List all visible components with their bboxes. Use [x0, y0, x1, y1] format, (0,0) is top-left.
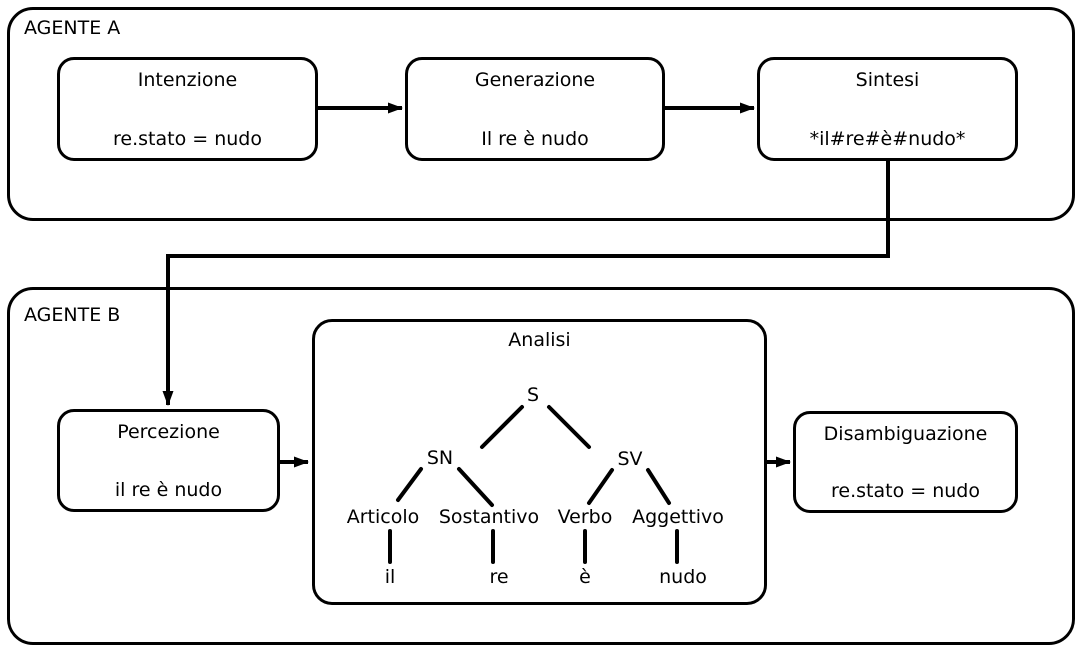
agent-b-label: AGENTE B: [24, 304, 121, 326]
stage-percezione: Percezione il re è nudo: [57, 409, 280, 512]
stage-disambiguazione: Disambiguazione re.stato = nudo: [793, 411, 1018, 513]
stage-percezione-title: Percezione: [117, 421, 220, 443]
stage-analisi-title: Analisi: [508, 329, 571, 351]
tree-terminal-e: è: [579, 566, 591, 588]
stage-sintesi-title: Sintesi: [855, 69, 920, 91]
tree-terminal-re: re: [489, 566, 509, 588]
stage-intenzione: Intenzione re.stato = nudo: [57, 57, 318, 161]
agent-a-label: AGENTE A: [24, 17, 121, 39]
stage-generazione-value: Il re è nudo: [481, 128, 589, 150]
tree-node-sn: SN: [426, 447, 454, 469]
stage-percezione-value: il re è nudo: [114, 479, 223, 501]
stage-disambiguazione-value: re.stato = nudo: [831, 480, 980, 502]
stage-sintesi-value: *il#re#è#nudo*: [809, 128, 966, 150]
stage-sintesi: Sintesi *il#re#è#nudo*: [757, 57, 1018, 161]
tree-node-sv: SV: [617, 448, 643, 470]
tree-node-s: S: [526, 384, 540, 406]
stage-analisi: Analisi: [312, 319, 767, 605]
tree-terminal-il: il: [384, 566, 396, 588]
stage-disambiguazione-title: Disambiguazione: [823, 423, 988, 445]
tree-category-aggettivo: Aggettivo: [632, 506, 724, 528]
stage-intenzione-value: re.stato = nudo: [113, 128, 262, 150]
stage-generazione: Generazione Il re è nudo: [405, 57, 665, 161]
stage-intenzione-title: Intenzione: [137, 69, 238, 91]
tree-terminal-nudo: nudo: [659, 566, 707, 588]
tree-category-sostantivo: Sostantivo: [438, 506, 540, 528]
tree-category-articolo: Articolo: [346, 506, 420, 528]
tree-category-verbo: Verbo: [557, 506, 613, 528]
stage-generazione-title: Generazione: [474, 69, 596, 91]
